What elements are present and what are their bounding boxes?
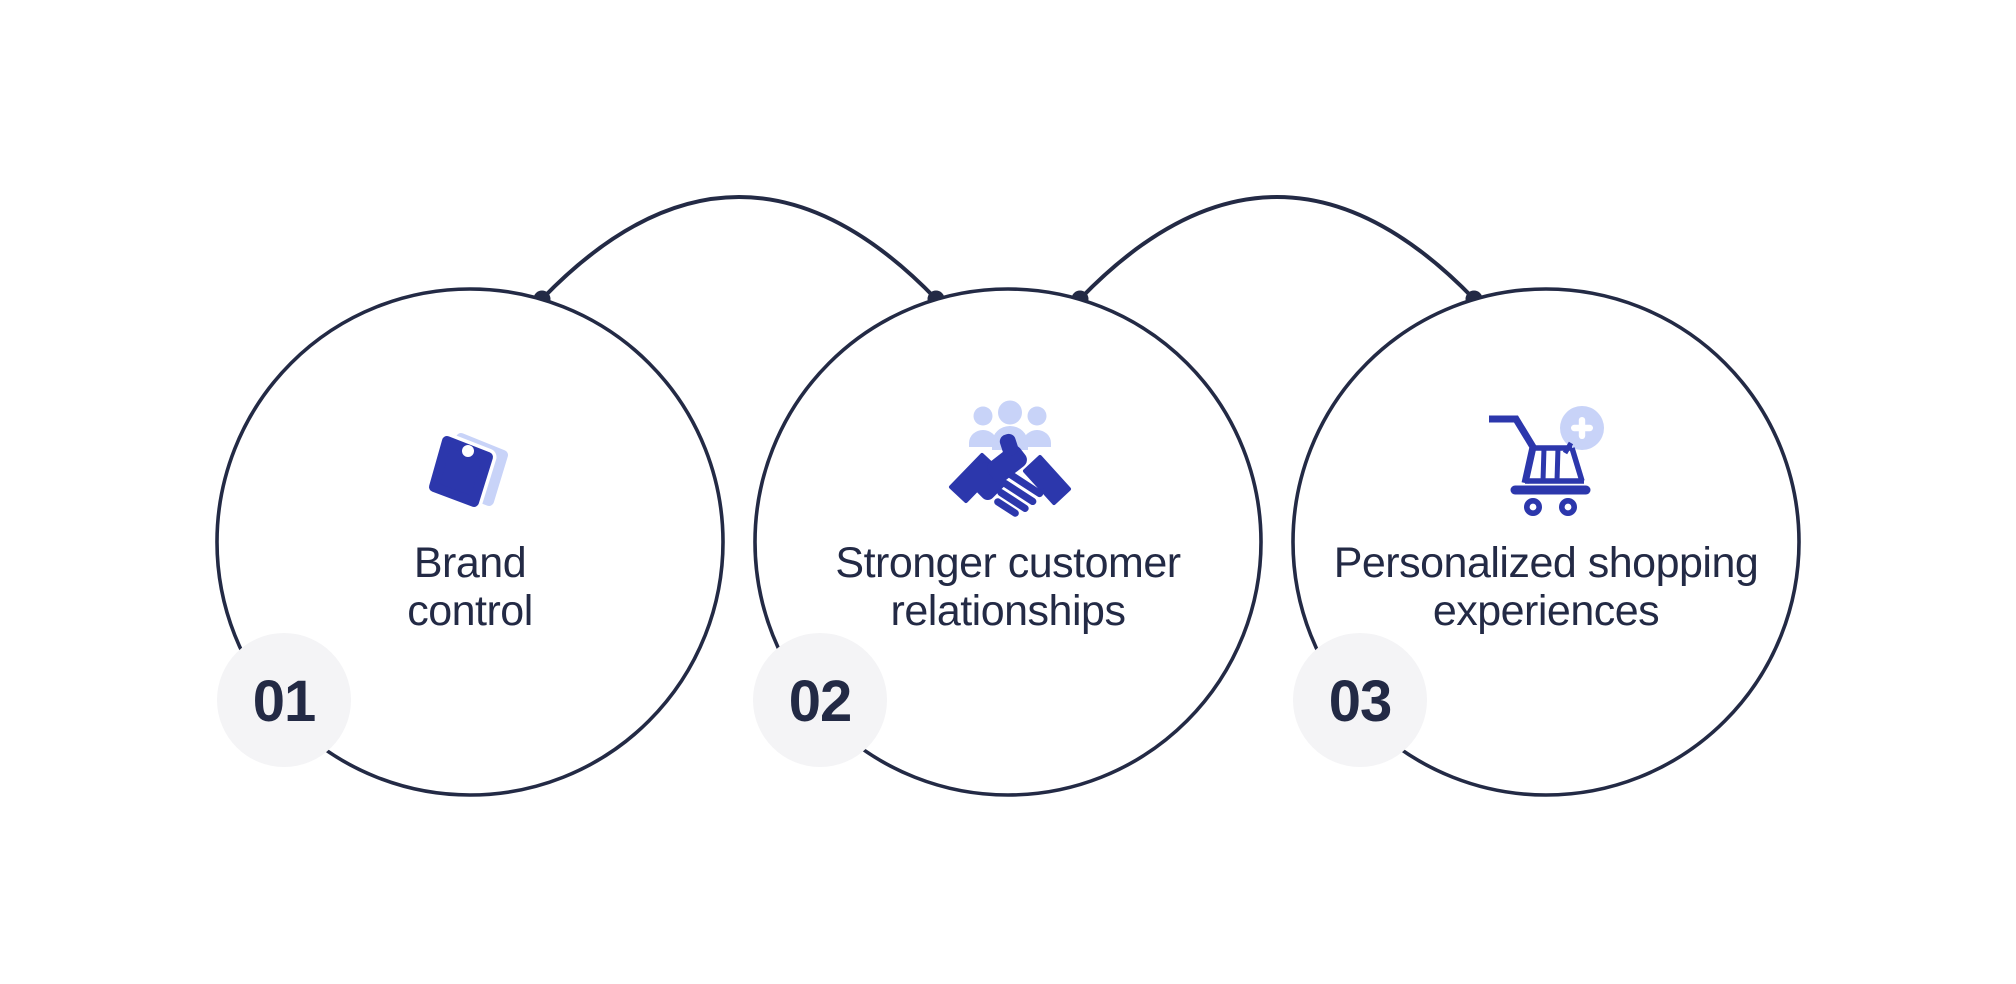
connector-arc-1	[540, 195, 938, 301]
step-1-label-line2: control	[407, 587, 533, 635]
step-3-number: 03	[1329, 669, 1392, 734]
connector-arc-2	[1078, 195, 1476, 301]
price-tag-front	[429, 436, 493, 507]
step-3-label-line2: experiences	[1433, 587, 1659, 635]
step-3-circle-outline	[1291, 287, 1801, 797]
step-2-number-badge	[753, 633, 887, 767]
person-body	[1023, 430, 1051, 447]
step-2-label-line1: Stronger customer	[835, 539, 1180, 587]
price-tags-icon	[425, 432, 508, 511]
person-head	[998, 400, 1022, 425]
cart-basket-divider	[1554, 447, 1561, 482]
cart-wheel	[1523, 498, 1542, 517]
plus-vertical-bar	[1578, 417, 1586, 439]
person-head	[1027, 406, 1047, 426]
cart-plus-icon	[1489, 406, 1604, 517]
step-1-group: Brand control 01	[215, 287, 725, 797]
handshake-finger	[1006, 470, 1044, 498]
handshake-right-sleeve	[1023, 455, 1071, 505]
step-1-label-line1: Brand	[414, 539, 526, 587]
step-3-group: Personalized shopping experiences 03	[1291, 287, 1801, 797]
step-3-label-line1: Personalized shopping	[1334, 539, 1759, 587]
person-head	[973, 406, 993, 426]
step-1-number: 01	[253, 669, 316, 734]
handshake-finger	[994, 498, 1019, 517]
cart-basket-notch	[1562, 441, 1574, 455]
price-tag-hole	[462, 445, 474, 457]
step-3-number-badge	[1293, 633, 1427, 767]
step-2-circle-outline	[753, 287, 1263, 797]
cart-basket-right	[1569, 447, 1585, 482]
handshake-palm	[987, 445, 1027, 483]
step-2-label-line2: relationships	[891, 587, 1126, 635]
cart-basket-divider	[1540, 447, 1547, 482]
handshake-finger	[1001, 479, 1037, 506]
step-1-circle-outline	[215, 287, 725, 797]
step-1-number-badge	[217, 633, 351, 767]
handshake-shape	[949, 433, 1071, 517]
cart-shape	[1489, 415, 1591, 517]
handshake-thumb	[999, 433, 1019, 457]
handshake-customers-icon	[949, 400, 1071, 517]
step-2-number: 02	[789, 669, 852, 734]
handshake-finger	[997, 489, 1029, 512]
cart-wheel	[1559, 498, 1578, 517]
step-2-group: Stronger customer relationships 02	[753, 287, 1263, 797]
person-body	[969, 430, 997, 447]
cart-handle	[1489, 415, 1537, 484]
